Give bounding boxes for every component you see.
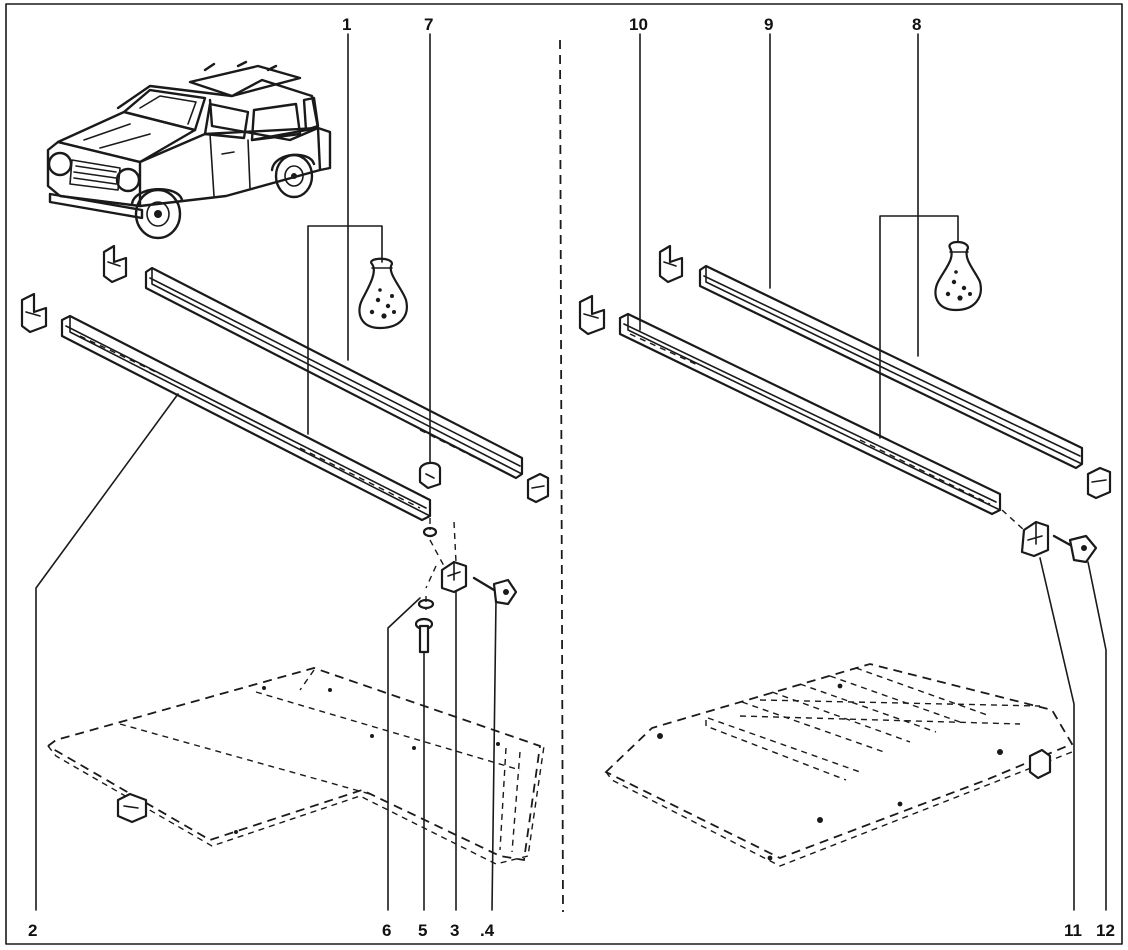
mounting-bracket-icon xyxy=(102,244,128,284)
callout-11: 11 xyxy=(1064,921,1082,940)
callout-labels: 1 7 10 9 8 2 6 5 3 .4 11 12 xyxy=(28,15,1115,940)
callout-1: 1 xyxy=(342,15,351,34)
left-roof-panel xyxy=(47,667,545,865)
callout-7: 7 xyxy=(424,15,433,34)
mounting-bracket-icon xyxy=(440,560,468,594)
callout-3: 3 xyxy=(450,921,459,940)
callout-2: 2 xyxy=(28,921,37,940)
callout-5: 5 xyxy=(418,921,427,940)
latch-icon xyxy=(116,792,148,824)
leader-lines xyxy=(35,33,1107,911)
diagram-frame xyxy=(5,3,1123,945)
callout-9: 9 xyxy=(764,15,773,34)
left-rear-rail xyxy=(144,266,524,480)
latch-icon xyxy=(1028,748,1052,780)
section-divider xyxy=(559,39,564,913)
washer-icon xyxy=(422,526,438,538)
mounting-bracket-icon xyxy=(20,292,48,334)
vehicle-illustration xyxy=(46,60,332,240)
mounting-bracket-icon xyxy=(526,472,550,504)
mounting-bracket-icon xyxy=(578,294,606,336)
right-roof-panel xyxy=(604,663,1074,867)
hardware-bag-icon xyxy=(358,257,408,330)
callout-12: 12 xyxy=(1096,921,1115,940)
callout-10: 10 xyxy=(629,15,648,34)
hardware-bag-icon xyxy=(934,240,982,312)
callout-6: 6 xyxy=(382,921,391,940)
bolt-icon xyxy=(414,617,434,654)
mounting-bracket-icon xyxy=(1086,466,1112,500)
left-front-rail xyxy=(60,314,432,522)
right-rear-rail xyxy=(698,264,1084,470)
callout-4: .4 xyxy=(480,921,495,940)
knob-screw-icon xyxy=(472,576,518,606)
callout-8: 8 xyxy=(912,15,921,34)
mounting-bracket-icon xyxy=(658,244,684,284)
rivet-cap-icon xyxy=(418,461,442,490)
mounting-bracket-icon xyxy=(1020,520,1050,558)
right-front-rail xyxy=(618,312,1002,516)
knob-screw-icon xyxy=(1052,534,1098,564)
